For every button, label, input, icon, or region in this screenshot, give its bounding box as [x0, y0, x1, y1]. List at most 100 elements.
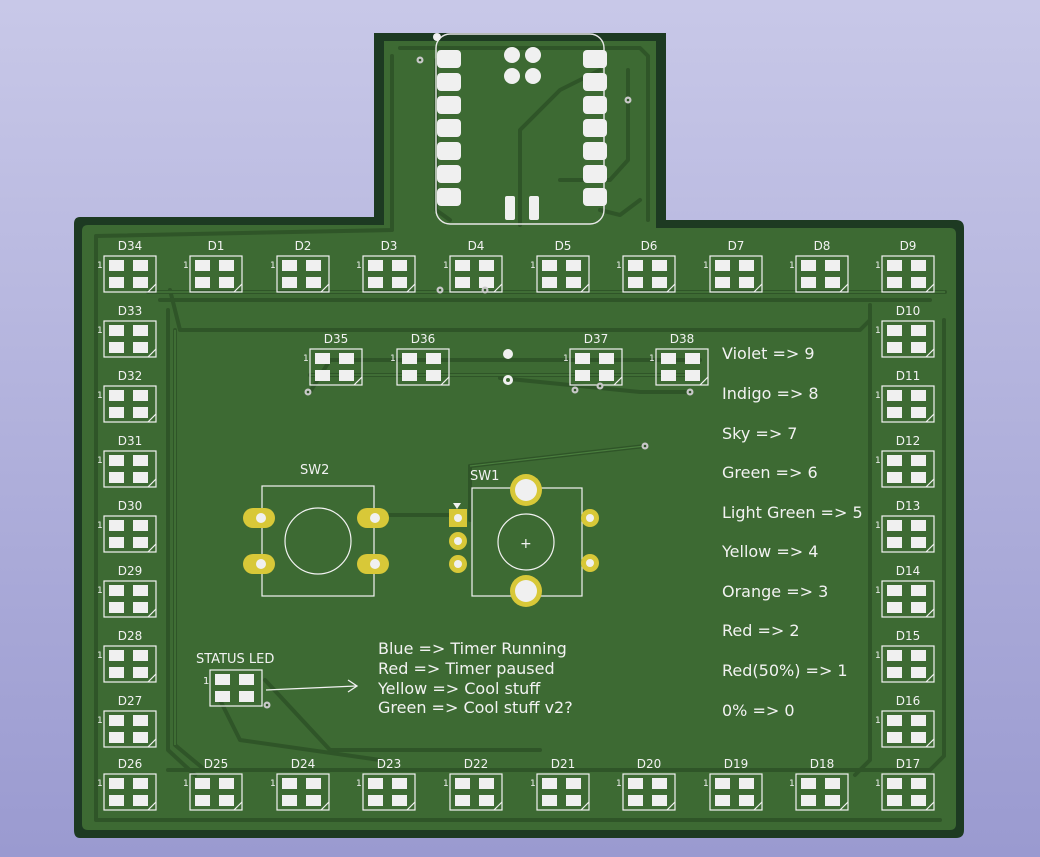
- via-drill: [688, 390, 692, 394]
- led-pad: [133, 520, 148, 531]
- led-corner-mark: [839, 801, 849, 811]
- led-pad: [801, 277, 816, 288]
- pin1-label: 1: [97, 716, 103, 726]
- pin1-label: 1: [875, 261, 881, 271]
- sw2-footprint[interactable]: [243, 485, 389, 597]
- level-legend-line: 0% => 0: [722, 701, 795, 720]
- led-outline: [536, 773, 590, 811]
- pin1-label: 1: [649, 354, 655, 364]
- led-pad: [911, 778, 926, 789]
- sw1-footprint[interactable]: [449, 474, 599, 607]
- led-pad: [542, 260, 557, 271]
- led-outline: [622, 773, 676, 811]
- led-pad: [628, 778, 643, 789]
- led-pad: [219, 778, 234, 789]
- led-corner-mark: [406, 283, 416, 293]
- led-pad: [282, 260, 297, 271]
- module-pad: [437, 119, 461, 137]
- led-pad: [887, 650, 902, 661]
- led-corner-mark: [147, 348, 157, 358]
- via-drill: [643, 444, 647, 448]
- pin1-label: 1: [356, 261, 362, 271]
- led-outline: [536, 255, 590, 293]
- led-pad: [133, 325, 148, 336]
- board-outline: [74, 33, 964, 838]
- led-pad: [739, 778, 754, 789]
- led-label: D29: [118, 564, 143, 578]
- led-label: D23: [377, 757, 402, 771]
- led-outline: [362, 255, 416, 293]
- led-pad: [685, 370, 700, 381]
- led-pad: [542, 277, 557, 288]
- led-pad: [133, 390, 148, 401]
- led-d4: D41: [443, 239, 503, 293]
- module-pad: [437, 165, 461, 183]
- led-pad: [368, 260, 383, 271]
- led-pad: [392, 260, 407, 271]
- led-corner-mark: [147, 478, 157, 488]
- mid-hole-top: [503, 349, 513, 359]
- led-corner-mark: [493, 801, 503, 811]
- led-corner-mark: [925, 801, 935, 811]
- led-pad: [219, 277, 234, 288]
- led-pad: [109, 325, 124, 336]
- led-pad: [282, 778, 297, 789]
- led-pad: [109, 277, 124, 288]
- led-pad: [306, 277, 321, 288]
- led-pad: [339, 353, 354, 364]
- pin1-label: 1: [875, 651, 881, 661]
- led-label: D7: [728, 239, 745, 253]
- led-pad: [392, 277, 407, 288]
- led-pad: [887, 715, 902, 726]
- pin1-label: 1: [97, 779, 103, 789]
- led-outline: [103, 450, 157, 488]
- led-label: D28: [118, 629, 143, 643]
- led-pad: [219, 260, 234, 271]
- led-pad: [566, 795, 581, 806]
- status-led-label: STATUS LED: [196, 652, 274, 667]
- led-label: D12: [896, 434, 921, 448]
- led-label: D25: [204, 757, 229, 771]
- status-led-footprint: [209, 669, 263, 707]
- via-drill: [626, 98, 630, 102]
- led-corner-mark: [147, 801, 157, 811]
- led-pad: [599, 353, 614, 364]
- led-pad: [911, 520, 926, 531]
- led-corner-mark: [753, 801, 763, 811]
- led-corner-mark: [925, 283, 935, 293]
- module-pad-usb: [505, 196, 515, 220]
- led-corner-mark: [440, 376, 450, 386]
- led-pad: [109, 260, 124, 271]
- led-outline: [655, 348, 709, 386]
- via-drill: [438, 288, 442, 292]
- led-pad: [368, 277, 383, 288]
- led-pad: [479, 277, 494, 288]
- led-corner-mark: [925, 478, 935, 488]
- led-outline: [362, 773, 416, 811]
- led-pad: [887, 585, 902, 596]
- led-outline: [103, 255, 157, 293]
- led-corner-mark: [925, 608, 935, 618]
- led-outline: [881, 385, 935, 423]
- led-pad: [599, 370, 614, 381]
- led-pad: [887, 260, 902, 271]
- pin1-marker: [433, 33, 441, 41]
- via-drill: [418, 58, 422, 62]
- led-corner-mark: [613, 376, 623, 386]
- led-pad: [479, 795, 494, 806]
- pin1-label: 1: [703, 779, 709, 789]
- level-legend-line: Light Green => 5: [722, 503, 863, 522]
- pin1-label: 1: [616, 261, 622, 271]
- led-pad: [911, 455, 926, 466]
- pin1-label: 1: [875, 456, 881, 466]
- via-drill: [306, 390, 310, 394]
- led-pad: [715, 277, 730, 288]
